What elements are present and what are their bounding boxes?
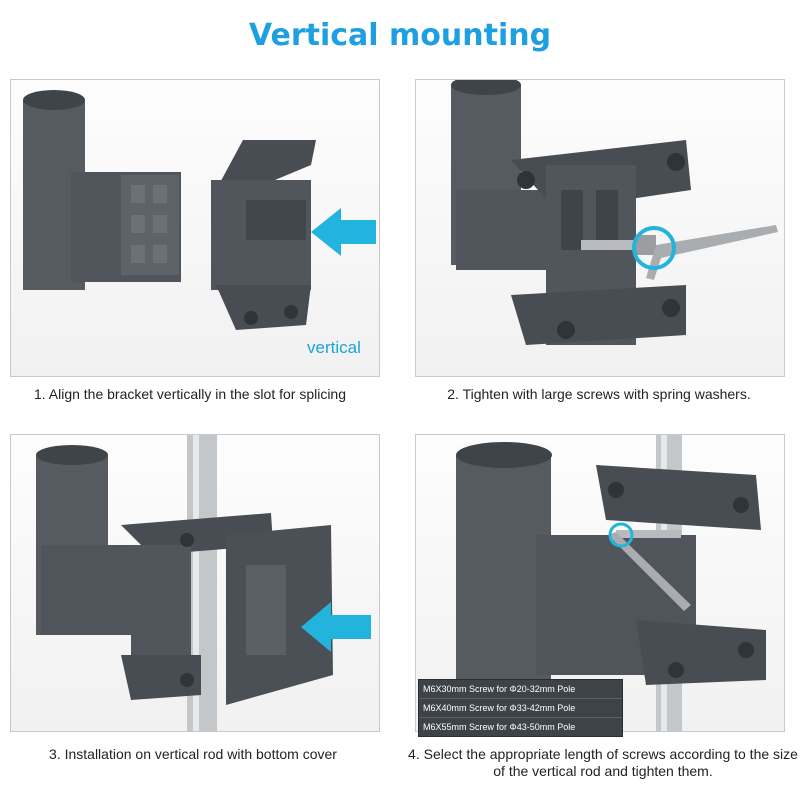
bracket-top — [216, 140, 316, 190]
step-1-caption: 1. Align the bracket vertically in the s… — [33, 386, 347, 402]
screw-row: M6X40mm Screw for Φ33-42mm Pole — [419, 699, 622, 718]
screw-row: M6X30mm Screw for Φ20-32mm Pole — [419, 680, 622, 699]
hex-wrench — [608, 532, 691, 611]
step-4-illustration — [456, 435, 766, 731]
page-title: Vertical mounting — [248, 18, 552, 53]
hex-wrench — [646, 225, 778, 280]
step-2-illustration — [451, 80, 778, 345]
vertical-label: vertical — [307, 338, 361, 357]
rotation-arrow — [632, 226, 676, 270]
screw-size-table: M6X30mm Screw for Φ20-32mm Pole M6X40mm … — [418, 679, 623, 737]
step-2-panel — [415, 79, 785, 377]
bracket-bottom — [511, 285, 686, 345]
step-2-caption: 2. Tighten with large screws with spring… — [447, 386, 751, 402]
bracket-bottom — [216, 285, 311, 330]
bracket-top — [596, 465, 761, 530]
insert-arrow — [311, 208, 376, 256]
insert-arrow — [301, 602, 371, 652]
step-4-caption: 4. Select the appropriate length of scre… — [408, 746, 798, 779]
step-3-caption: 3. Installation on vertical rod with bot… — [49, 746, 337, 762]
elbow-tube-opening — [23, 90, 85, 110]
screw — [616, 530, 681, 538]
step-1-panel: vertical — [10, 79, 380, 377]
screw — [581, 240, 641, 250]
screw-row: M6X55mm Screw for Φ43-50mm Pole — [423, 722, 576, 732]
step-1-illustration — [23, 90, 376, 330]
step-3-illustration — [36, 435, 371, 731]
elbow-tube — [456, 455, 551, 685]
step-3-panel — [10, 434, 380, 732]
rotation-arrow — [608, 522, 634, 548]
